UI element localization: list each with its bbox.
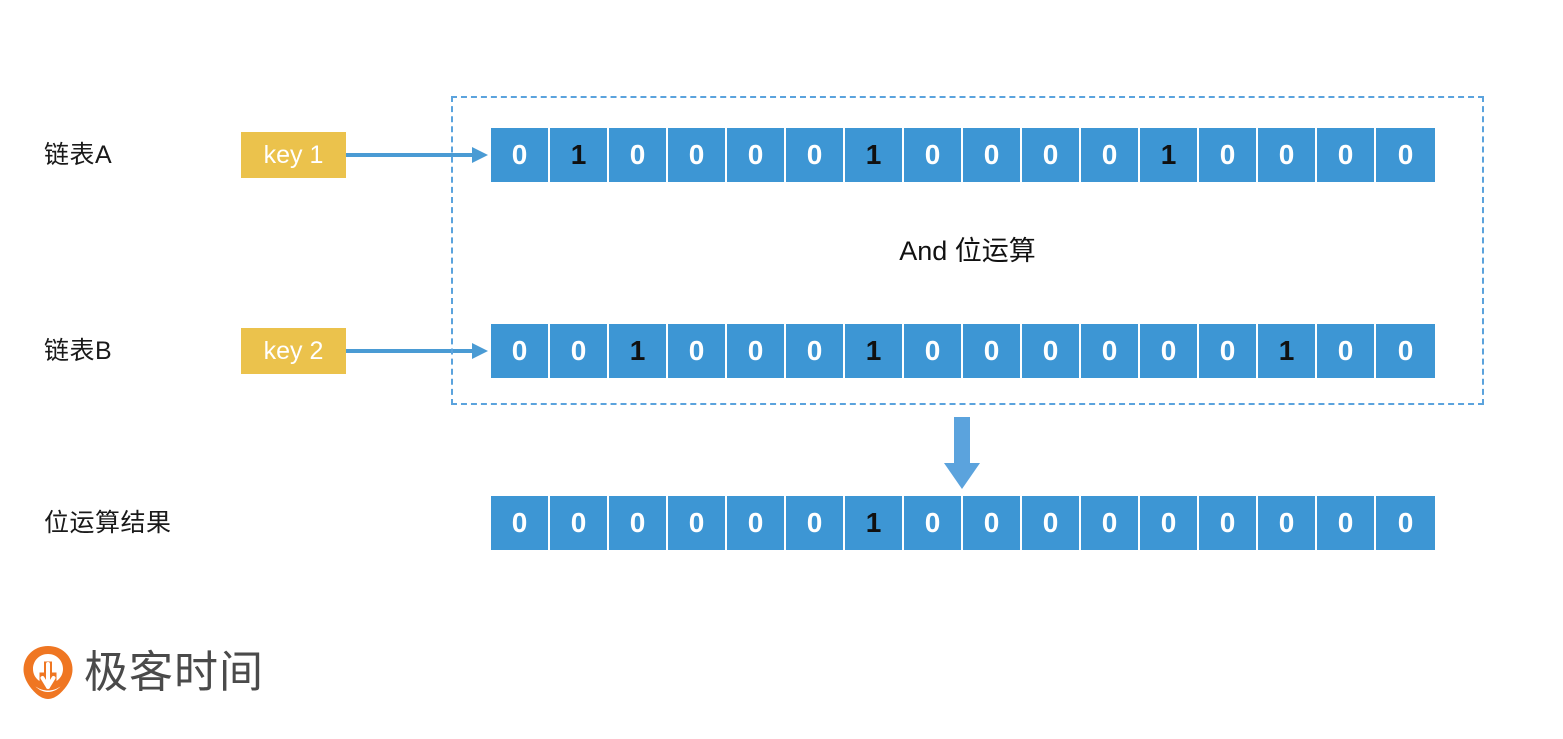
bit-cell: 0 (904, 496, 963, 550)
bit-cell: 0 (1376, 496, 1435, 550)
geektime-mark-svg (23, 646, 73, 699)
bit-cell: 0 (1317, 496, 1376, 550)
bit-cell: 0 (1022, 324, 1081, 378)
bit-cell: 0 (550, 496, 609, 550)
bit-cell: 0 (1199, 324, 1258, 378)
bit-cell: 0 (1258, 128, 1317, 182)
brand-logo: 极客时间 (22, 645, 264, 700)
bit-cell: 0 (1376, 324, 1435, 378)
bit-cell: 0 (1081, 324, 1140, 378)
arrow-head-icon (944, 463, 980, 489)
arrow-shaft (346, 349, 474, 353)
bit-cell: 0 (1022, 128, 1081, 182)
bit-cell: 0 (668, 128, 727, 182)
bit-cell: 0 (550, 324, 609, 378)
bit-cell: 1 (845, 128, 904, 182)
bit-cell: 0 (1376, 128, 1435, 182)
bit-cell: 0 (1081, 496, 1140, 550)
row-label-linked-list-b: 链表B (44, 337, 113, 365)
key-chip-2: key 2 (241, 328, 346, 374)
and-operation-group-box (451, 96, 1484, 405)
bit-cell: 0 (786, 496, 845, 550)
bit-cell: 1 (845, 324, 904, 378)
bit-cell: 0 (668, 496, 727, 550)
bit-cell: 0 (1140, 496, 1199, 550)
bit-cell: 0 (904, 324, 963, 378)
bit-cell: 0 (1199, 496, 1258, 550)
connector-arrow-key1-to-bits (346, 145, 491, 165)
bit-cell: 0 (609, 128, 668, 182)
down-arrow-icon (944, 417, 980, 489)
bit-cell: 0 (1258, 496, 1317, 550)
bit-cell: 0 (1081, 128, 1140, 182)
bit-cell: 0 (668, 324, 727, 378)
brand-name: 极客时间 (84, 647, 264, 697)
bit-cell: 0 (609, 496, 668, 550)
bit-cell: 0 (963, 324, 1022, 378)
bit-cell: 0 (1199, 128, 1258, 182)
row-label-bitwise-result: 位运算结果 (44, 509, 172, 537)
bit-cell: 0 (491, 496, 550, 550)
bit-cell: 0 (727, 496, 786, 550)
arrow-head-icon (472, 343, 488, 359)
bit-cell: 0 (1022, 496, 1081, 550)
bit-cell: 0 (1317, 324, 1376, 378)
and-operation-caption: And 位运算 (899, 236, 1036, 266)
bit-cell: 1 (1140, 128, 1199, 182)
arrow-shaft (346, 153, 474, 157)
geektime-logo-icon (22, 645, 74, 700)
bit-cell: 1 (845, 496, 904, 550)
bit-cell: 0 (786, 324, 845, 378)
bit-cell: 1 (550, 128, 609, 182)
bit-cell: 0 (963, 496, 1022, 550)
arrow-head-icon (472, 147, 488, 163)
bit-cell: 1 (609, 324, 668, 378)
bit-cell: 1 (1258, 324, 1317, 378)
bit-cell: 0 (727, 128, 786, 182)
bit-cell: 0 (491, 324, 550, 378)
row-label-linked-list-a: 链表A (44, 141, 113, 169)
arrow-shaft (954, 417, 970, 465)
key-chip-1: key 1 (241, 132, 346, 178)
bit-cell: 0 (904, 128, 963, 182)
bit-cell: 0 (963, 128, 1022, 182)
bit-cell: 0 (727, 324, 786, 378)
bit-cell: 0 (491, 128, 550, 182)
bit-cell: 0 (1140, 324, 1199, 378)
connector-arrow-key2-to-bits (346, 341, 491, 361)
bit-cell: 0 (786, 128, 845, 182)
bit-cell: 0 (1317, 128, 1376, 182)
